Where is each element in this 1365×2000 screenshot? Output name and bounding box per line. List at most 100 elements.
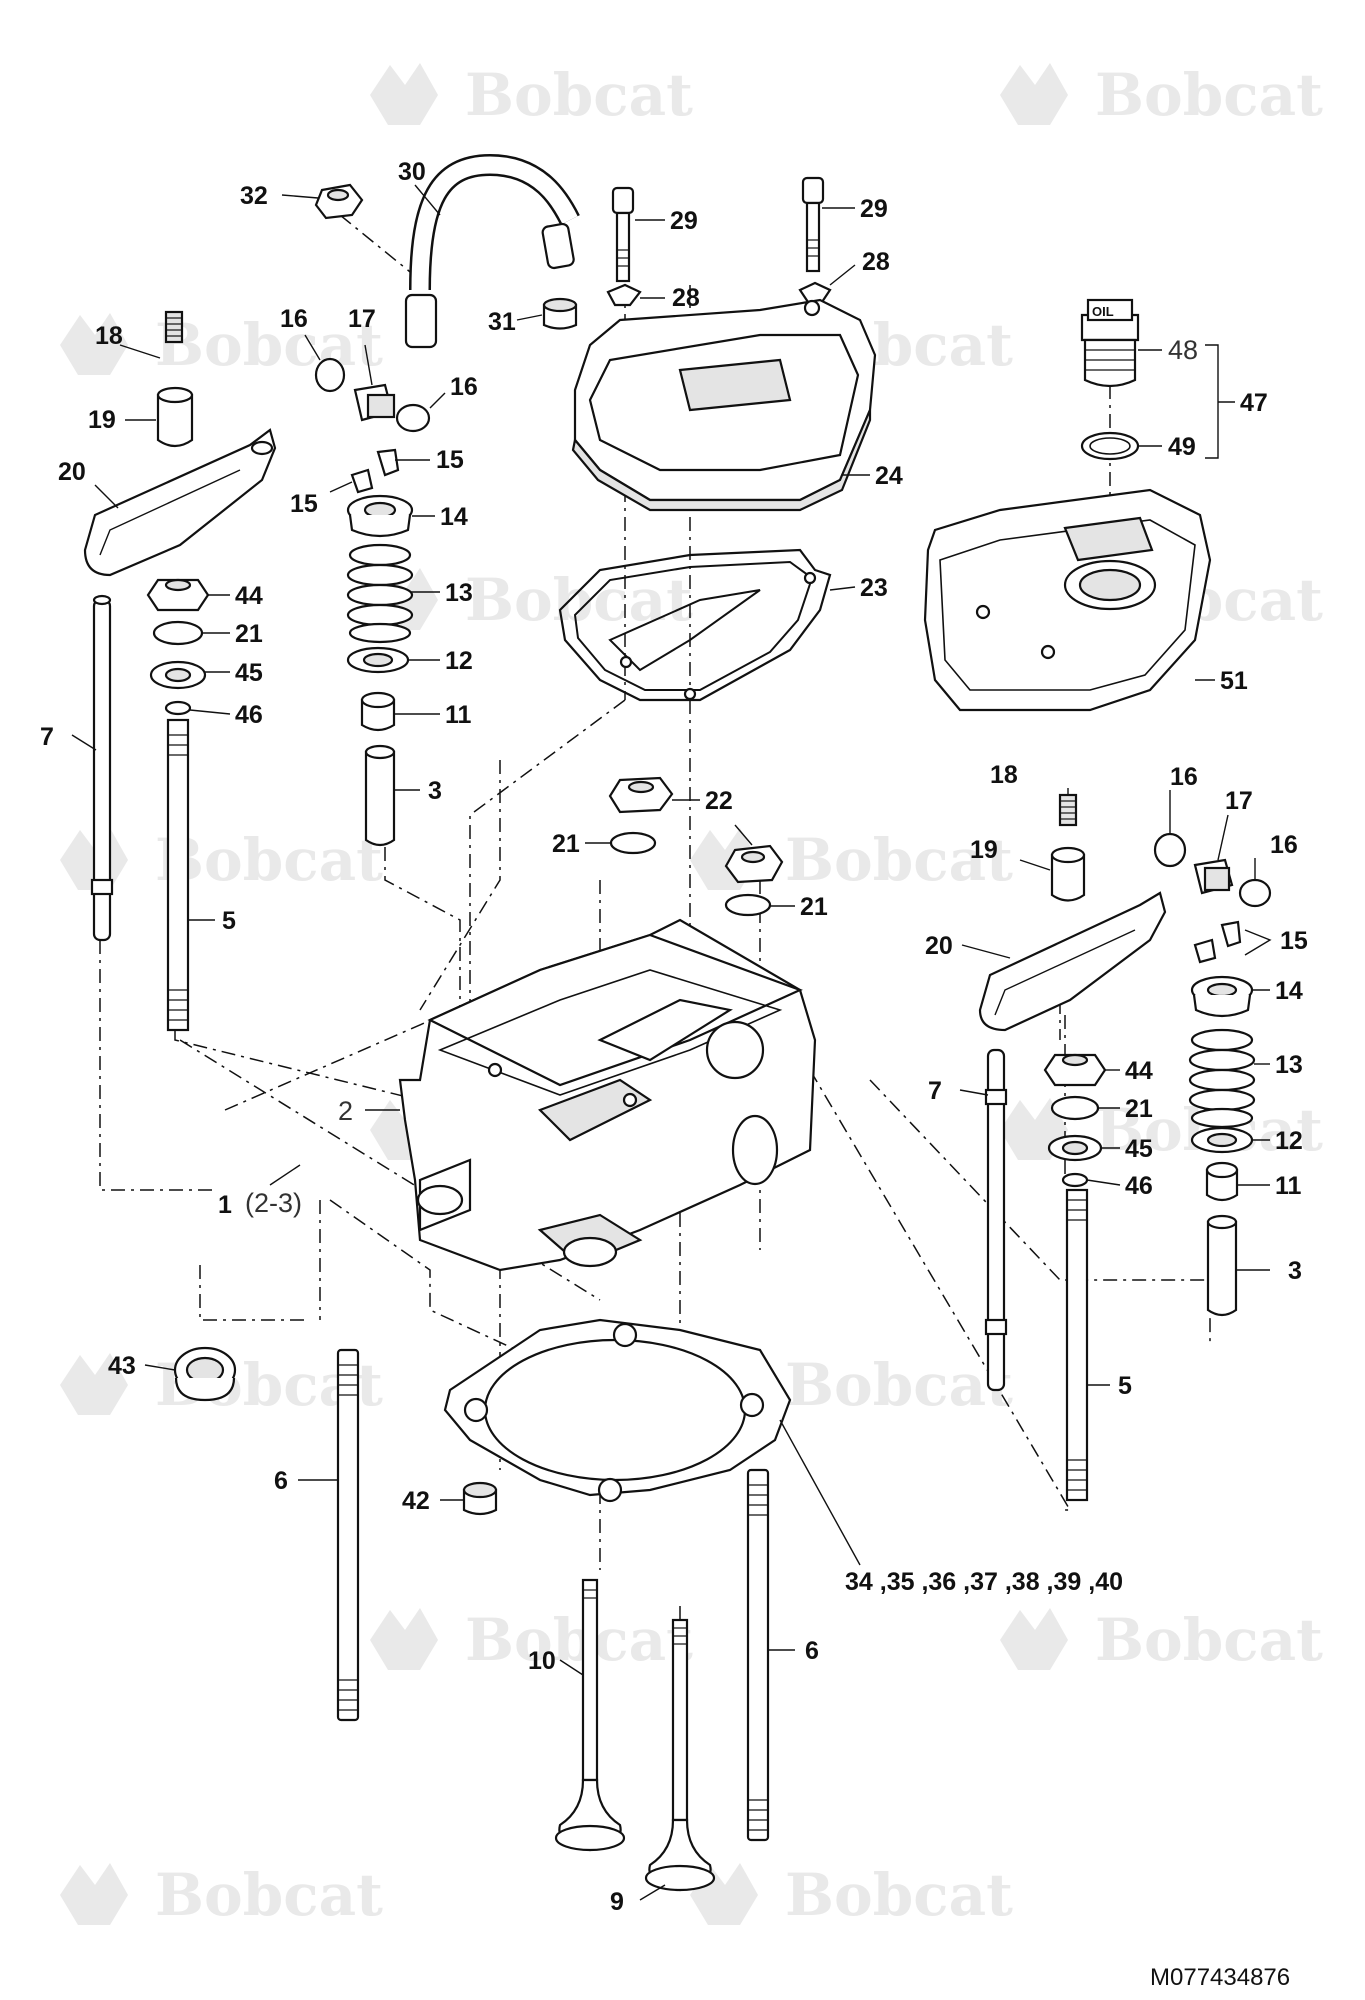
callout-15: 15 (290, 490, 318, 518)
seal-washer-part (1047, 1134, 1103, 1162)
o-ring-part (1061, 1172, 1089, 1188)
svg-text:Bobcat: Bobcat (785, 826, 1013, 894)
plug-seal-part (1080, 431, 1140, 461)
callout-48: 48 (1168, 335, 1198, 365)
callout-24: 24 (875, 462, 903, 490)
callout-6: 6 (805, 1637, 819, 1665)
callout-17: 17 (1225, 787, 1253, 815)
cylinder-head-part (398, 918, 817, 1272)
spring-retainer-part (1190, 975, 1254, 1018)
callout-17: 17 (348, 305, 376, 333)
spring-retainer-part (346, 494, 414, 538)
callout-30: 30 (398, 158, 426, 186)
adjusting-screw-part (1058, 793, 1078, 827)
svg-text:Bobcat: Bobcat (465, 61, 693, 129)
rocker-arm-part (978, 891, 1167, 1032)
valve-stem-seal-part (1205, 1161, 1239, 1202)
washer-part (1153, 832, 1187, 868)
callout-20: 20 (58, 458, 86, 486)
washer-part (1238, 878, 1272, 908)
callout-21: 21 (800, 893, 828, 921)
callout-12: 12 (445, 647, 473, 675)
collet-part (376, 448, 400, 477)
stud-part (166, 718, 190, 1032)
svg-text:Bobcat: Bobcat (785, 1351, 1013, 1419)
callout-16: 16 (1170, 763, 1198, 791)
callout-21: 21 (235, 620, 263, 648)
callout-12: 12 (1275, 1127, 1303, 1155)
valve-cover-part (571, 298, 877, 512)
callout-5: 5 (222, 907, 236, 935)
push-rod-part (984, 1048, 1008, 1392)
callout-16: 16 (450, 373, 478, 401)
cover-bolt-part (801, 176, 825, 273)
callout-2: 2 (338, 1096, 353, 1126)
svg-text:Bobcat: Bobcat (1095, 61, 1323, 129)
o-ring-part (164, 700, 192, 716)
long-stud-part (336, 1348, 360, 1722)
valve-guide-part (364, 744, 396, 847)
nut-part (608, 776, 674, 814)
left-valve-train (83, 310, 431, 1032)
callout-29: 29 (670, 207, 698, 235)
svg-text:Bobcat: Bobcat (1095, 1606, 1323, 1674)
washer-part (152, 620, 204, 646)
nut-part (724, 844, 784, 884)
leader-lines (71, 184, 1272, 1901)
collet-part (1220, 920, 1242, 948)
intake-valve-part (554, 1578, 626, 1852)
svg-text:Bobcat: Bobcat (155, 1861, 383, 1929)
callout-15: 15 (1280, 927, 1308, 955)
callout-23: 23 (860, 574, 888, 602)
callout-15: 15 (436, 446, 464, 474)
collet-part (1193, 938, 1217, 964)
bolt-seal-part (798, 281, 832, 304)
callout-18: 18 (990, 761, 1018, 789)
adjuster-part (1193, 858, 1234, 895)
callout-7: 7 (40, 723, 54, 751)
top-center-parts (314, 153, 832, 349)
watermark: Bobcat (60, 1861, 383, 1929)
callout-21: 21 (552, 830, 580, 858)
callout-13: 13 (1275, 1051, 1303, 1079)
callout-45: 45 (1125, 1135, 1153, 1163)
exhaust-valve-part (644, 1618, 716, 1892)
callout-28: 28 (672, 284, 700, 312)
washer-part (1050, 1095, 1100, 1121)
callout-19: 19 (970, 836, 998, 864)
lower-parts (173, 1346, 770, 1892)
callout-11: 11 (1275, 1172, 1302, 1200)
watermark: Bobcat (690, 1861, 1013, 1929)
svg-text:Bobcat: Bobcat (155, 311, 383, 379)
callout-46: 46 (1125, 1172, 1153, 1200)
adjusting-screw-part (164, 310, 184, 344)
callout-42: 42 (402, 1487, 430, 1515)
callout-5: 5 (1118, 1372, 1132, 1400)
valve-spring-part (346, 543, 414, 644)
valve-guide-part (1206, 1214, 1238, 1317)
adjuster-part (353, 383, 396, 422)
callout-43: 43 (108, 1352, 136, 1380)
callout-14: 14 (440, 503, 468, 531)
callout-16: 16 (1270, 831, 1298, 859)
callout-34-to-40: 34 ,35 ,36 ,37 ,38 ,39 ,40 (845, 1568, 1123, 1596)
watermark: Bobcat (60, 311, 383, 379)
callout-21: 21 (1125, 1095, 1153, 1123)
nut-part (146, 578, 210, 612)
breather-hose-part (404, 153, 580, 349)
callout-44: 44 (235, 582, 263, 610)
collet-part (350, 468, 374, 494)
callout-1-reference: (2-3) (245, 1188, 302, 1218)
callout-29: 29 (860, 195, 888, 223)
washer-part (314, 357, 346, 393)
callout-22: 22 (705, 787, 733, 815)
callout-47: 47 (1240, 389, 1268, 417)
callout-3: 3 (1288, 1257, 1302, 1285)
svg-text:Bobcat: Bobcat (155, 826, 383, 894)
valve-stem-seal-part (360, 691, 396, 732)
callout-1: 1 (218, 1191, 232, 1219)
callout-labels: 32 30 29 29 28 28 31 16 17 16 18 19 20 1… (40, 158, 1308, 1916)
push-rod-part (90, 594, 114, 942)
valve-spring-part (1188, 1028, 1256, 1129)
